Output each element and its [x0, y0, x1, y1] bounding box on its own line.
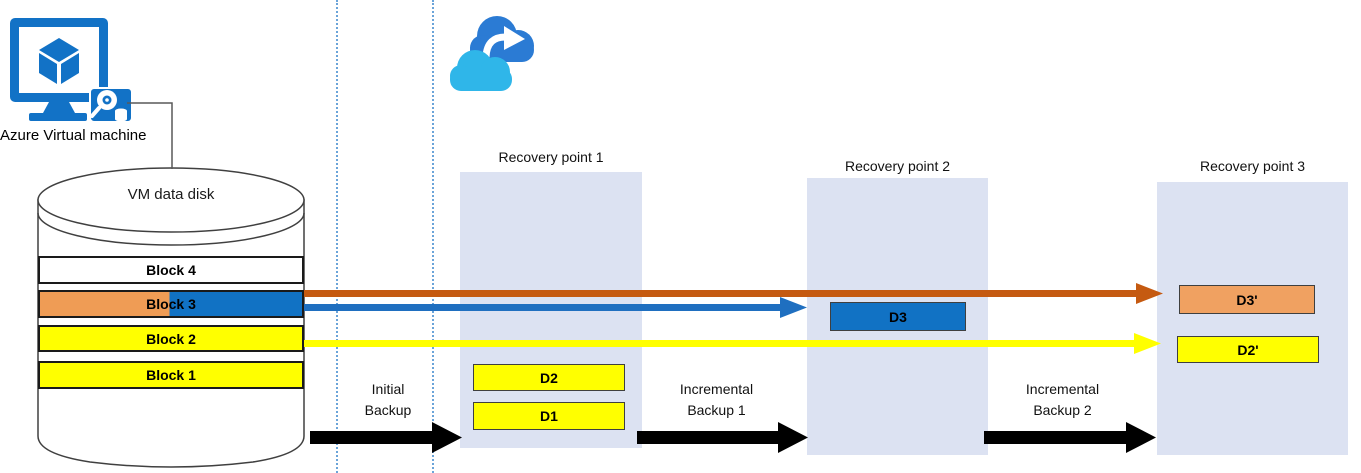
monitor-screen — [19, 27, 99, 93]
data-block-d1-label: D1 — [540, 408, 558, 424]
guide-line-left — [336, 0, 338, 473]
sync-arrow-icon — [482, 26, 525, 61]
front-cloud-shape — [450, 50, 512, 91]
guide-line-right — [432, 0, 434, 473]
cube-icon — [39, 38, 79, 84]
data-block-d2: D2 — [473, 364, 625, 391]
data-block-d2-prime-label: D2' — [1237, 341, 1259, 358]
initial-backup-label-line2: Backup — [364, 402, 412, 418]
disk-block-2-label: Block 2 — [146, 330, 196, 347]
recovery-point-2-title: Recovery point 2 — [844, 158, 951, 174]
disk-block-1: Block 1 — [38, 361, 304, 389]
azure-vm-icon — [10, 18, 133, 123]
monitor-frame — [10, 18, 108, 102]
monitor-stand — [43, 102, 75, 113]
data-block-d3-prime-label: D3' — [1236, 291, 1258, 308]
recovery-point-3-box — [1157, 182, 1348, 455]
data-block-d2-prime: D2' — [1177, 336, 1319, 363]
azure-vm-label: Azure Virtual machine — [0, 127, 147, 144]
incremental-backup-2-label-line1: Incremental — [1025, 381, 1100, 397]
recovery-point-1-title: Recovery point 1 — [498, 149, 604, 165]
initial-backup-label-line1: Initial — [371, 381, 405, 397]
disk-block-3-label: Block 3 — [146, 296, 196, 312]
monitor-base — [29, 113, 87, 121]
incremental-backup-1-arrow — [637, 422, 808, 453]
incremental-backup-1-label: Incremental Backup 1 — [654, 379, 779, 421]
back-cloud-shape — [470, 16, 534, 62]
data-block-d2-label: D2 — [540, 369, 558, 386]
data-block-d3-label: D3 — [889, 308, 907, 325]
incremental-backup-1-label-line2: Backup 1 — [687, 402, 746, 418]
incremental-backup-2-label-line2: Backup 2 — [1033, 402, 1092, 418]
disk-search-badge-icon — [89, 87, 133, 123]
data-block-d3: D3 — [830, 302, 966, 331]
initial-backup-label: Initial Backup — [338, 379, 438, 421]
cylinder-rim — [37, 212, 305, 246]
disk-block-1-label: Block 1 — [146, 367, 196, 383]
disk-block-2: Block 2 — [38, 325, 304, 352]
incremental-backup-2-label: Incremental Backup 2 — [1000, 379, 1125, 421]
recovery-point-3-title: Recovery point 3 — [1199, 158, 1306, 174]
initial-backup-arrow — [310, 422, 462, 453]
disk-block-3: Block 3 — [38, 290, 304, 318]
data-block-d1: D1 — [473, 402, 625, 430]
data-block-d3-prime: D3' — [1179, 285, 1315, 314]
disk-block-4-label: Block 4 — [146, 262, 196, 278]
incremental-backup-1-label-line1: Incremental — [679, 381, 754, 397]
vm-data-disk-title: VM data disk — [127, 186, 215, 203]
incremental-backup-2-arrow — [984, 422, 1156, 453]
disk-block-4: Block 4 — [38, 256, 304, 284]
azure-backup-cloud-icon — [450, 16, 534, 91]
